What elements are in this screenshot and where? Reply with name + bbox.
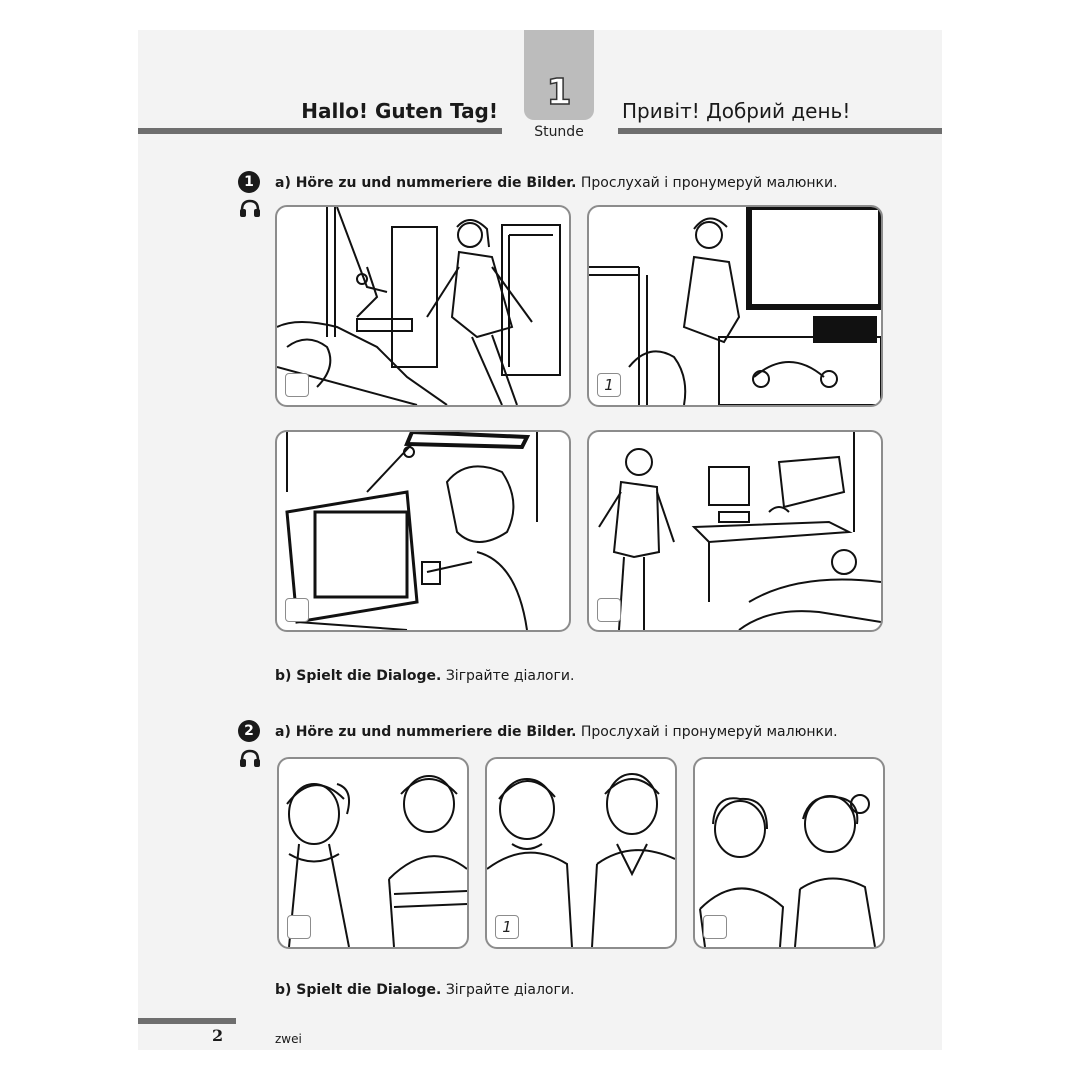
ex1-picture-2-number-box[interactable]: 1 xyxy=(597,373,621,397)
man-room-drawing xyxy=(598,432,881,630)
headphones-icon xyxy=(240,749,260,767)
ex1-picture-2: 1 xyxy=(587,205,883,407)
lesson-label: Stunde xyxy=(534,124,584,140)
page-number: 2 xyxy=(212,1026,224,1045)
exercise-1-number: 1 xyxy=(238,171,260,193)
headphones-icon xyxy=(240,199,260,217)
ex2-picture-1 xyxy=(277,757,469,949)
exercise-1a-ukrainian: Прослухай і пронумеруй малюнки. xyxy=(580,175,838,191)
ex2-picture-3 xyxy=(693,757,885,949)
exercise-2a-german: a) Höre zu und nummeriere die Bilder. xyxy=(275,724,577,740)
header-rule-left xyxy=(138,128,502,134)
ex1-picture-3-number-box[interactable] xyxy=(285,598,309,622)
exercise-2a-ukrainian: Прослухай і пронумеруй малюнки. xyxy=(580,724,838,740)
title-ukrainian: Привіт! Добрий день! xyxy=(622,99,851,123)
exercise-1b-ukrainian: Зіграйте діалоги. xyxy=(445,668,575,684)
ex2-picture-2-number-box[interactable]: 1 xyxy=(495,915,519,939)
exercise-2a-instruction: a) Höre zu und nummeriere die Bilder. Пр… xyxy=(275,724,838,740)
two-boys-drawing xyxy=(487,773,675,947)
two-girls-drawing xyxy=(699,794,876,947)
ex1-picture-1-number-box[interactable] xyxy=(285,373,309,397)
exercise-1b-instruction: b) Spielt die Dialoge. Зіграйте діалоги. xyxy=(275,668,574,684)
lesson-tab xyxy=(524,30,594,120)
exercise-2b-instruction: b) Spielt die Dialoge. Зіграйте діалоги. xyxy=(275,982,574,998)
ex1-picture-4-number-box[interactable] xyxy=(597,598,621,622)
exercise-2-number: 2 xyxy=(238,720,260,742)
girl-computer-drawing xyxy=(285,432,538,630)
page-number-word: zwei xyxy=(275,1032,302,1046)
ex2-picture-2: 1 xyxy=(485,757,677,949)
footer-rule xyxy=(138,1018,236,1024)
bedroom-woman-drawing xyxy=(277,207,561,405)
exercise-2b-ukrainian: Зіграйте діалоги. xyxy=(445,982,575,998)
exercise-2b-german: b) Spielt die Dialoge. xyxy=(275,982,442,998)
ex1-picture-4 xyxy=(587,430,883,632)
lesson-number: 1 xyxy=(546,71,573,114)
exercise-1b-german: b) Spielt die Dialoge. xyxy=(275,668,442,684)
ex1-picture-1 xyxy=(275,205,571,407)
exercise-1a-german: a) Höre zu und nummeriere die Bilder. xyxy=(275,175,577,191)
ex2-picture-3-number-box[interactable] xyxy=(703,915,727,939)
teacher-classroom-drawing xyxy=(589,207,881,405)
header-rule-right xyxy=(618,128,942,134)
ex1-picture-3 xyxy=(275,430,571,632)
exercise-1a-instruction: a) Höre zu und nummeriere die Bilder. Пр… xyxy=(275,175,838,191)
ex2-picture-1-number-box[interactable] xyxy=(287,915,311,939)
title-german: Hallo! Guten Tag! xyxy=(301,99,498,123)
